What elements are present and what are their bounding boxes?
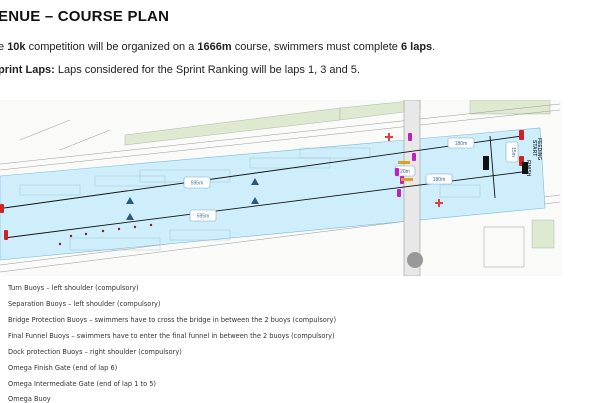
page-title: ENUE – COURSE PLAN — [0, 8, 170, 25]
sprint-laps-description: print Laps: Laps considered for the Spri… — [0, 64, 360, 76]
laps-highlight: 6 laps — [400, 41, 433, 53]
bridge — [403, 100, 421, 276]
bridge-label: 20m — [400, 169, 410, 175]
label-box — [425, 173, 453, 185]
legend-item: Omega Intermediate Gate (end of lap 1 to… — [8, 380, 156, 388]
dock-protection-buoys — [58, 223, 153, 246]
turn-label: 15m — [510, 147, 516, 157]
legend-item: Turn Buoys – left shoulder (compulsory) — [8, 284, 139, 292]
feeding-label: FEEDING — [536, 138, 542, 160]
green-areas — [124, 100, 555, 249]
text: e — [0, 41, 5, 53]
text: competition will be organized on a — [25, 41, 198, 53]
label-box — [505, 141, 519, 163]
legend-item: Bridge Protection Buoys – swimmers have … — [8, 316, 337, 324]
segment-label: 180m — [455, 141, 468, 147]
course-description: e 10k competition will be organized on a… — [0, 41, 435, 53]
text: Laps considered for the Sprint Ranking w… — [54, 64, 360, 76]
label-box — [447, 137, 475, 149]
legend-item: Separation Buoys – left shoulder (compul… — [8, 300, 161, 308]
legend-item: Dock protection Buoys – right shoulder (… — [8, 348, 182, 356]
legend-item: Omega Finish Gate (end of lap 6) — [8, 364, 118, 372]
first-aid-icon — [435, 199, 443, 207]
legend-item: Final Funnel Buoys – swimmers have to en… — [8, 332, 335, 340]
distance-highlight: 10k — [7, 41, 26, 53]
segment-label: 595m — [191, 181, 204, 187]
start-label: START — [531, 140, 537, 156]
text: course, swimmers must complete — [231, 41, 401, 53]
legend-item: Omega Buoy — [8, 395, 51, 403]
course-length-highlight: 1666m — [197, 41, 232, 53]
finish-gate — [483, 156, 489, 170]
segment-label: 595m — [197, 214, 210, 220]
separation-buoys — [126, 178, 259, 220]
segment-label: 180m — [433, 177, 446, 183]
course-map: 595m 595m 180m 180m 20m 15m FEEDING STAR… — [0, 100, 562, 276]
label-box — [183, 176, 211, 189]
roundabout — [407, 252, 423, 268]
sprint-label: print Laps: — [0, 64, 55, 76]
first-aid-icon — [385, 133, 393, 141]
omega-gates — [398, 161, 413, 181]
finish-funnel — [522, 162, 528, 174]
label-box — [189, 209, 217, 222]
bridge-protection-buoys — [395, 133, 416, 197]
text: . — [432, 41, 436, 53]
